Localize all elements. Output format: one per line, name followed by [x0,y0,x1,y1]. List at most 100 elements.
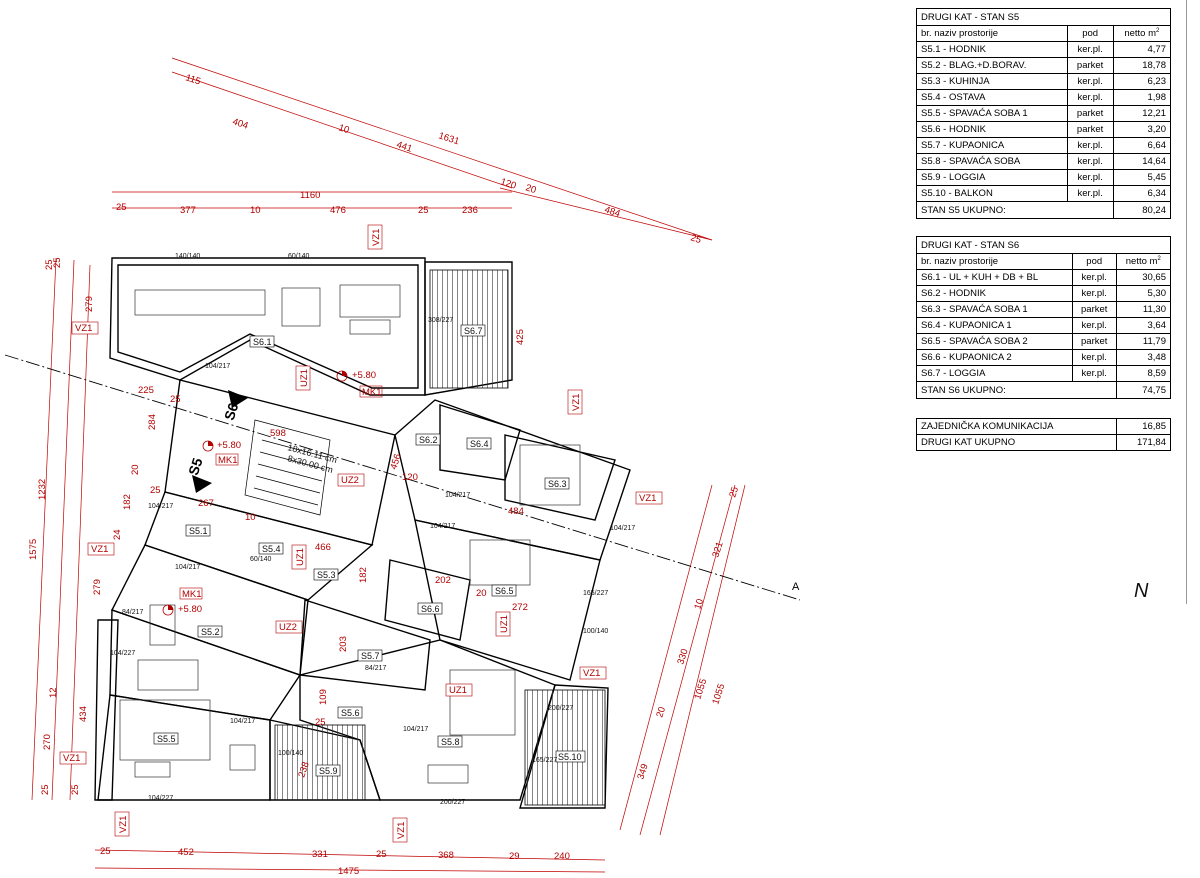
svg-text:S5.10: S5.10 [558,752,582,762]
room-label-s5-7: S5.7 [357,649,383,662]
svg-text:200/227: 200/227 [440,799,465,806]
hatch-s5-10 [524,689,606,806]
section-marker-s6: S6 [221,390,248,422]
room-label-s5-1: S5.1 [185,524,211,537]
svg-text:330: 330 [675,647,690,665]
svg-text:MK1: MK1 [218,455,238,466]
svg-text:S5.1: S5.1 [189,526,208,536]
tag-uz2-living: UZ2 [275,620,303,634]
svg-text:10: 10 [692,597,706,610]
svg-text:UZ1: UZ1 [299,369,310,387]
svg-text:VZ1: VZ1 [639,493,656,504]
svg-text:203: 203 [338,636,349,652]
room-labels: S6.1 S6.2 S6.3 S6.4 S6.5 S6.6 S6.7 S5.1 … [153,324,586,777]
svg-text:1055: 1055 [710,682,727,706]
svg-text:104/217: 104/217 [205,363,230,370]
svg-text:25: 25 [100,846,111,857]
svg-text:598: 598 [270,428,286,439]
room-label-s5-5: S5.5 [153,732,179,745]
svg-text:25: 25 [170,394,181,405]
tag-uz1-s6: UZ1 [295,365,311,391]
svg-text:S5.5: S5.5 [157,734,176,744]
svg-text:104/217: 104/217 [230,718,255,725]
svg-text:20: 20 [130,464,141,475]
svg-text:202: 202 [435,575,451,586]
room-label-s6-6: S6.6 [417,602,443,615]
page-edge-line [1186,0,1187,604]
svg-text:24: 24 [112,529,123,540]
tag-vz1-top: VZ1 [367,224,383,250]
tag-uz1-s6-5: UZ1 [495,611,511,637]
dimension-lines [31,57,746,873]
north-arrow-label: N [1134,580,1149,602]
section-a-label: A [792,581,800,593]
svg-text:25: 25 [418,205,429,216]
svg-text:VZ1: VZ1 [396,822,407,839]
svg-text:484: 484 [603,204,621,219]
svg-text:104/217: 104/217 [610,525,635,532]
tag-uz1-kitchen: UZ1 [291,544,307,570]
svg-text:441: 441 [395,139,413,154]
svg-text:368: 368 [438,850,454,861]
tag-uz1-s5-8: UZ1 [445,683,473,697]
svg-text:VZ1: VZ1 [75,323,92,334]
svg-text:321: 321 [710,540,725,558]
svg-text:240: 240 [554,851,570,862]
svg-text:VZ1: VZ1 [571,394,582,411]
tag-vz1-left2: VZ1 [87,542,115,556]
svg-text:104/217: 104/217 [148,503,173,510]
room-label-s6-5: S6.5 [491,584,517,597]
svg-text:VZ1: VZ1 [63,753,80,764]
svg-text:272: 272 [512,602,528,613]
svg-text:456: 456 [388,452,403,470]
svg-text:236: 236 [462,205,478,216]
svg-text:238: 238 [296,760,311,778]
tag-vz1-right: VZ1 [635,491,663,505]
svg-text:VZ1: VZ1 [583,668,600,679]
level-marker-s6: +5.80 MK1 [336,370,383,398]
svg-text:284: 284 [147,414,158,430]
svg-text:182: 182 [358,567,369,583]
svg-text:25: 25 [689,232,702,246]
svg-text:VZ1: VZ1 [91,544,108,555]
col-header-floor: pod [1071,253,1117,270]
dims-right: 425 25 321 10 330 1055 1055 20 349 20 27… [198,329,741,781]
svg-text:10: 10 [337,122,350,136]
room-label-s6-3: S6.3 [544,477,570,490]
svg-text:S5.2: S5.2 [201,627,220,637]
tag-vz1-right2: VZ1 [579,666,607,680]
svg-text:404: 404 [231,116,249,131]
svg-text:279: 279 [84,296,95,312]
svg-text:UZ2: UZ2 [341,475,359,486]
svg-text:225: 225 [138,385,154,396]
svg-text:S6.5: S6.5 [495,586,514,596]
svg-text:349: 349 [635,762,650,780]
table-total-row: STAN S5 UKUPNO:80,24 [916,201,1172,219]
svg-text:VZ1: VZ1 [118,816,129,833]
svg-text:308/227: 308/227 [428,317,453,324]
table-s5-title: DRUGI KAT - STAN S5 [916,8,1171,26]
svg-text:200/227: 200/227 [548,705,573,712]
svg-text:1475: 1475 [338,866,359,877]
svg-text:20: 20 [524,182,537,196]
svg-text:377: 377 [180,205,196,216]
svg-text:120: 120 [499,176,517,191]
svg-text:29: 29 [509,851,520,862]
room-label-s5-9: S5.9 [315,764,341,777]
svg-text:279: 279 [92,579,103,595]
svg-text:S6.7: S6.7 [464,326,483,336]
svg-text:VZ1: VZ1 [371,229,382,246]
svg-text:10: 10 [245,512,256,523]
svg-text:1160: 1160 [300,190,320,201]
svg-text:S5.9: S5.9 [319,766,338,776]
